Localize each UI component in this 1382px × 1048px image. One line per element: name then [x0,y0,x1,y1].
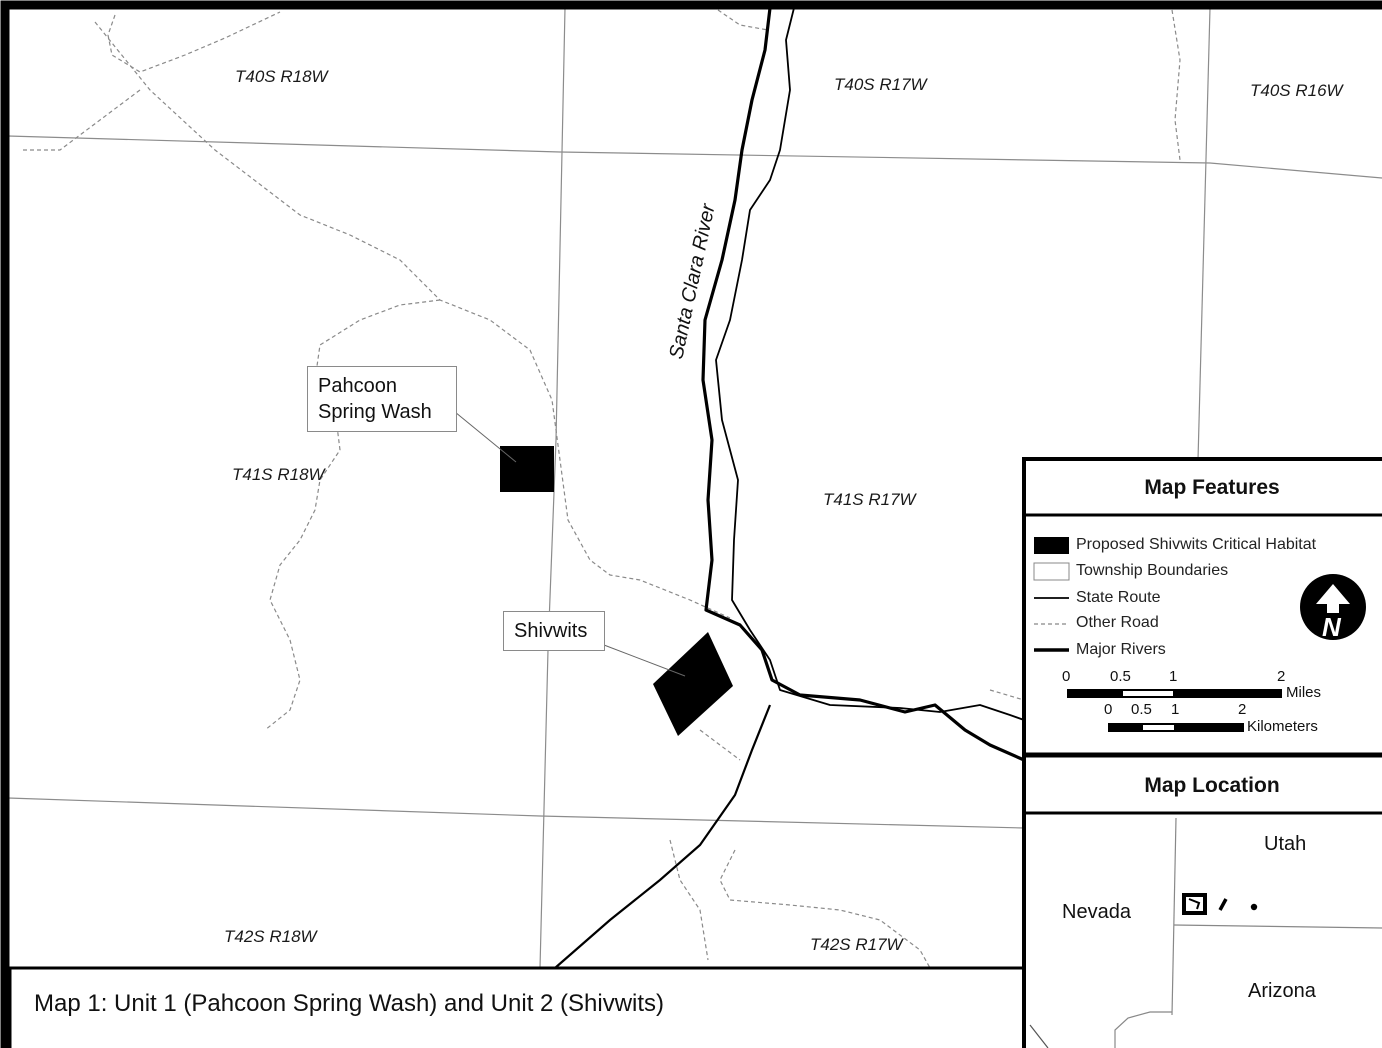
map-features-title: Map Features [1144,476,1280,499]
pahcoon-label-line2: Spring Wash [318,401,432,423]
north-arrow-icon: N [1300,574,1366,642]
township-label-t40s-r16w: T40S R16W [1250,81,1345,100]
map-location-title: Map Location [1144,774,1280,797]
other-roads [20,9,1181,969]
km-tick-2: 2 [1238,701,1247,718]
state-label-utah: Utah [1264,833,1307,855]
state-label-arizona: Arizona [1248,980,1316,1002]
inset-unit-mark-2 [1250,903,1258,911]
shivwits-leader-line [603,644,686,677]
township-label-t41s-r18w: T41S R18W [232,465,327,484]
legend-habitat-swatch [1034,537,1069,554]
map-caption: Map 1: Unit 1 (Pahcoon Spring Wash) and … [34,990,665,1017]
miles-tick-2: 2 [1277,668,1286,685]
township-label-t42s-r18w: T42S R18W [224,927,319,946]
township-label-t42s-r17w: T42S R17W [810,935,905,954]
miles-scale-bar [1067,689,1282,698]
shivwits-habitat-polygon[interactable] [653,632,733,736]
inset-extent-box [1182,893,1207,915]
shivwits-label: Shivwits [503,611,605,651]
pahcoon-habitat-polygon[interactable] [500,446,554,492]
miles-tick-0: 0 [1062,668,1071,685]
legend-item-habitat: Proposed Shivwits Critical Habitat [1076,536,1317,553]
km-tick-0: 0 [1104,701,1113,718]
miles-unit-label: Miles [1286,684,1322,701]
km-tick-1: 1 [1171,701,1180,718]
caption-box [8,966,1026,1048]
miles-tick-1: 1 [1169,668,1178,685]
state-boundary-utah-arizona [1173,924,1382,929]
state-boundary-nevada-utah [1171,817,1177,1016]
north-letter: N [1322,612,1342,642]
inset-unit-mark-1 [1218,898,1228,911]
inset-corner-line [1029,1024,1049,1048]
legend-item-township: Township Boundaries [1076,562,1229,579]
legend-item-other-road: Other Road [1076,614,1159,631]
shivwits-label-text: Shivwits [514,620,588,642]
santa-clara-river [701,7,1025,762]
state-label-nevada: Nevada [1062,901,1131,923]
km-unit-label: Kilometers [1247,718,1318,735]
pahcoon-label-line1: Pahcoon [318,375,397,397]
kilometers-scale-bar [1108,723,1244,732]
inset-habitat-mark [1188,898,1201,910]
colorado-river-inset [1114,1011,1172,1048]
legend-item-state-route: State Route [1076,589,1161,606]
pahcoon-leader-line [454,411,517,463]
township-label-t40s-r17w: T40S R17W [834,75,929,94]
river-label: Santa Clara River [665,201,720,361]
km-tick-0-5: 0.5 [1131,701,1152,718]
legend-township-swatch [1033,562,1070,581]
pahcoon-spring-wash-label: Pahcoon Spring Wash [307,366,457,432]
township-label-t41s-r17w: T41S R17W [823,490,918,509]
state-route [554,704,772,969]
township-label-t40s-r18w: T40S R18W [235,67,330,86]
legend-item-major-rivers: Major Rivers [1076,641,1166,658]
miles-tick-0-5: 0.5 [1110,668,1131,685]
